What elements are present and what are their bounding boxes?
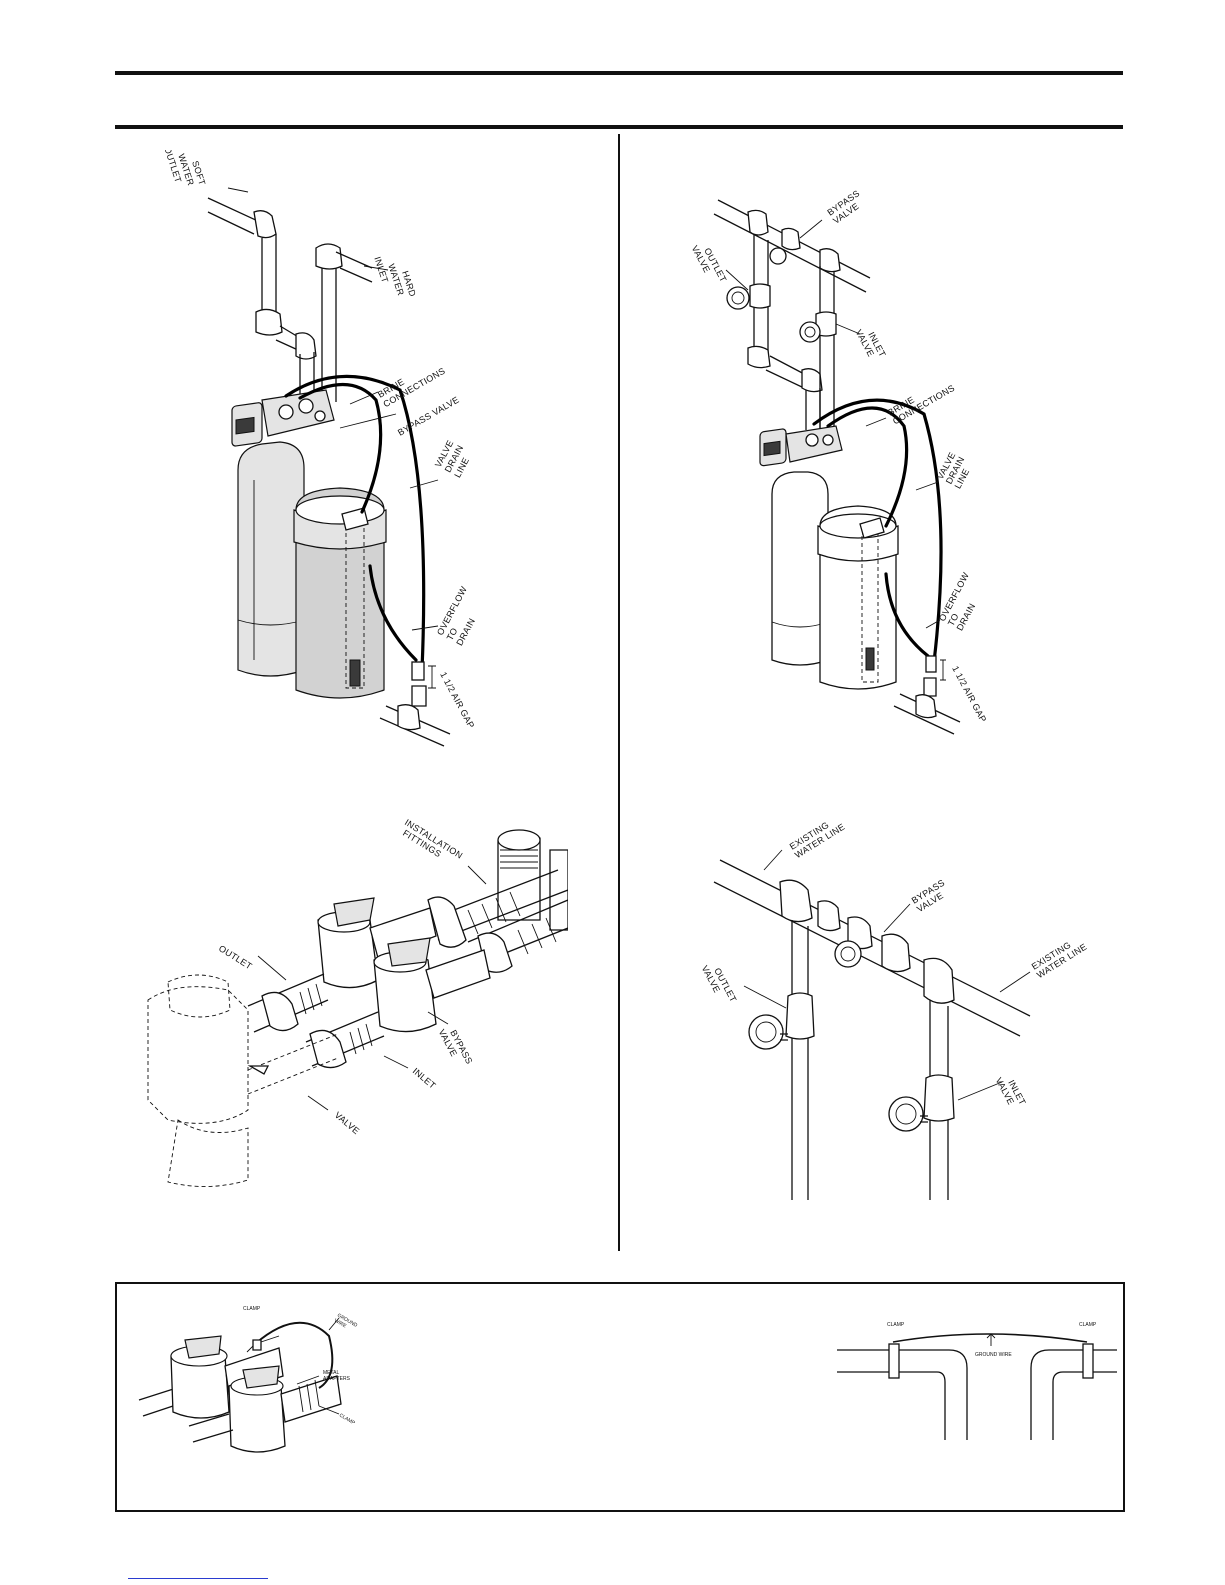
figure-pipe-ground-wire: CLAMP CLAMP GROUND WIRE — [837, 1298, 1117, 1468]
header-rule-bottom — [115, 125, 1123, 129]
svg-text:OUTLETVALVE: OUTLETVALVE — [700, 959, 739, 1009]
column-divider — [618, 134, 620, 1251]
label-inlet: INLET — [411, 1066, 438, 1091]
svg-text:BYPASSVALVE: BYPASSVALVE — [437, 1023, 475, 1070]
svg-text:EXISTINGWATER LINE: EXISTINGWATER LINE — [788, 820, 847, 860]
figure-bypass-installation-fittings: INSTALLATIONFITTINGS OUTLET BYPASSVALVE … — [138, 810, 568, 1210]
svg-text:OUTLETVALVE: OUTLETVALVE — [690, 239, 729, 289]
label-air-gap-2: 1 1/2 AIR GAP — [950, 664, 988, 724]
svg-text:HARDWATERINLET: HARDWATERINLET — [372, 249, 418, 305]
header-rule-top — [115, 71, 1123, 75]
svg-text:VALVEDRAINLINE: VALVEDRAINLINE — [935, 450, 975, 490]
label-clamp-top: CLAMP — [243, 1306, 261, 1312]
svg-text:BYPASSVALVE: BYPASSVALVE — [910, 878, 952, 915]
label-air-gap: 1 1/2 AIR GAP — [438, 670, 476, 730]
label-outlet: OUTLET — [217, 943, 254, 971]
label-clamp-right: CLAMP — [1079, 1322, 1097, 1328]
label-clamp-left: CLAMP — [887, 1322, 905, 1328]
svg-text:SOFTWATEROUTLET: SOFTWATEROUTLET — [162, 150, 207, 194]
svg-text:OVERFLOWTODRAIN: OVERFLOWTODRAIN — [937, 570, 989, 632]
label-bypass-valve: BYPASS VALVE — [396, 395, 461, 438]
svg-text:GROUNDWIRE: GROUNDWIRE — [333, 1313, 359, 1335]
svg-text:EXISTINGWATER LINE: EXISTINGWATER LINE — [1030, 933, 1089, 980]
label-hard-water-inlet-3: INLET — [372, 255, 390, 284]
label-clamp-bottom: CLAMP — [338, 1413, 356, 1427]
svg-text:OVERFLOWTODRAIN: OVERFLOWTODRAIN — [435, 584, 489, 647]
svg-text:VALVEDRAINLINE: VALVEDRAINLINE — [433, 438, 475, 479]
svg-text:INSTALLATIONFITTINGS: INSTALLATIONFITTINGS — [398, 817, 465, 869]
label-ground-wire6: GROUND WIRE — [975, 1352, 1012, 1358]
figure-softener-installation: SOFTWATEROUTLET HARDWATERINLET BRINECONN… — [150, 150, 570, 750]
svg-text:INLETVALVE: INLETVALVE — [994, 1071, 1028, 1111]
svg-text:BRINECONNECTIONS: BRINECONNECTIONS — [886, 374, 956, 426]
footer-link-underline[interactable] — [128, 1578, 268, 1579]
svg-text:BYPASSVALVE: BYPASSVALVE — [825, 190, 867, 226]
label-metal-adapters-2: ADAPTERS — [323, 1376, 351, 1382]
label-valve: VALVE — [333, 1110, 362, 1136]
svg-text:INLETVALVE: INLETVALVE — [854, 323, 888, 363]
figure-three-valve-bypass-detail: EXISTINGWATER LINE BYPASSVALVE EXISTINGW… — [700, 820, 1100, 1220]
figure-softener-three-valve-bypass: BYPASSVALVE OUTLETVALVE INLETVALVE BRINE… — [690, 190, 1020, 750]
label-metal-adapters-1: METAL — [323, 1370, 340, 1376]
